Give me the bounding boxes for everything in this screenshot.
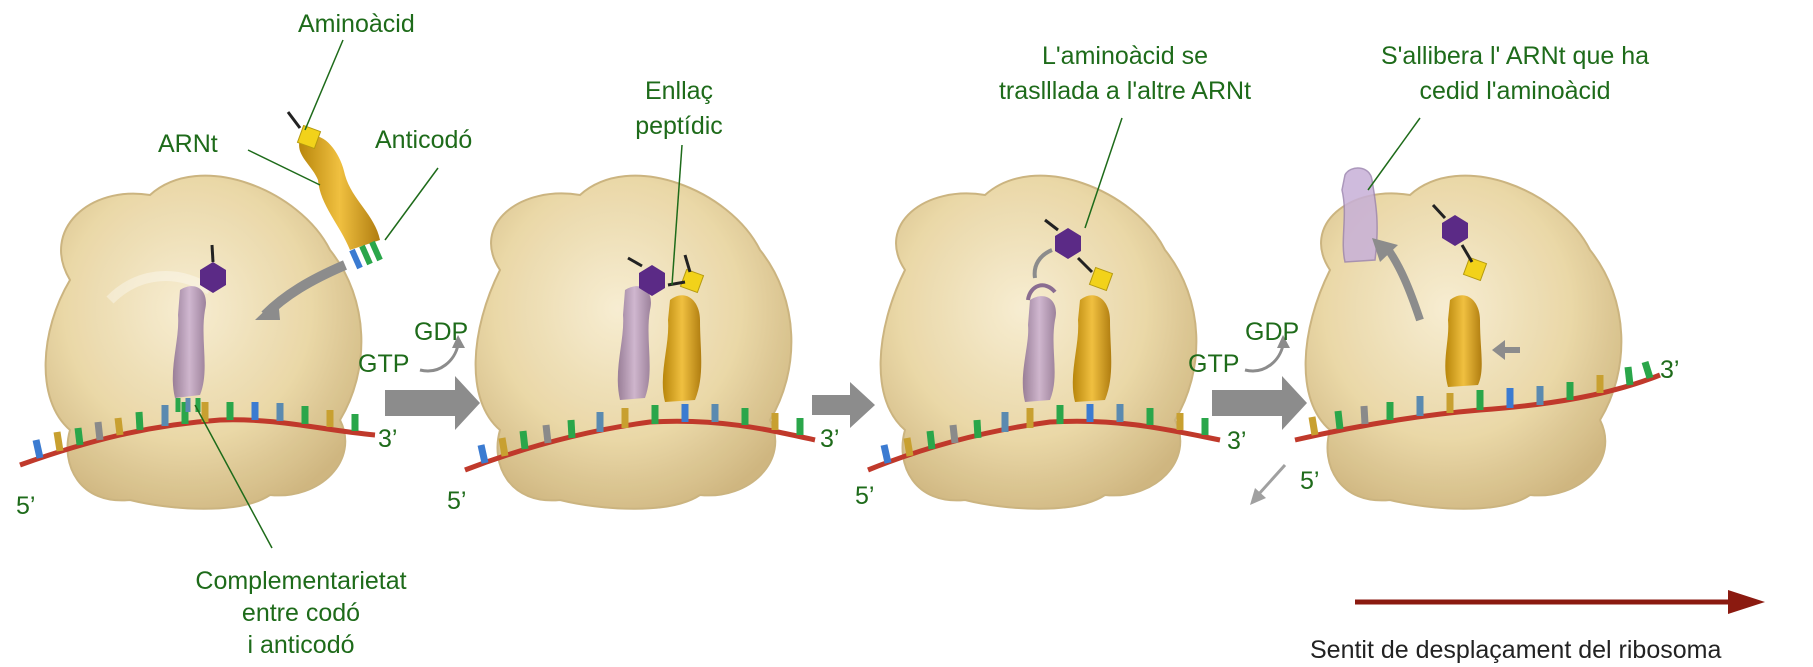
label-arnt: ARNt	[158, 128, 218, 160]
label-3prime-3: 3’	[1227, 425, 1246, 457]
label-trasllada-line-2: traslllada a l'altre ARNt	[975, 75, 1275, 107]
label-direction: Sentit de desplaçament del ribosoma	[1310, 634, 1721, 666]
label-3prime-1: 3’	[378, 423, 397, 455]
trna-released	[1342, 168, 1377, 262]
panel-1-initiation	[20, 40, 438, 548]
label-allibera-line-1: S'allibera l' ARNt que ha	[1350, 40, 1680, 72]
label-complementarietat-line-3: i anticodó	[176, 629, 426, 661]
process-arrow-2	[812, 382, 875, 428]
panel-4-release	[1250, 118, 1660, 509]
label-complementarietat-line-2: entre codó	[176, 597, 426, 629]
label-enllac-line-2: peptídic	[614, 110, 744, 142]
label-gtp-2: GTP	[1188, 348, 1239, 380]
label-gdp-1: GDP	[414, 316, 468, 348]
label-complementarietat-line-1: Complementarietat	[176, 565, 426, 597]
label-5prime-4: 5’	[1300, 465, 1319, 497]
label-anticodo: Anticodó	[375, 124, 472, 156]
leader-lines-4	[1368, 118, 1420, 190]
label-aminoacid: Aminoàcid	[298, 8, 415, 40]
label-5prime-2: 5’	[447, 485, 466, 517]
label-enllac-line-1: Enllaç	[614, 75, 744, 107]
panel-3-translocation	[868, 118, 1220, 509]
panel-2-peptide-bond	[465, 145, 815, 509]
label-trasllada-line-1: L'aminoàcid se	[975, 40, 1275, 72]
label-5prime-3: 5’	[855, 480, 874, 512]
label-5prime-1: 5’	[16, 490, 35, 522]
label-gtp-1: GTP	[358, 348, 409, 380]
label-3prime-2: 3’	[820, 423, 839, 455]
label-3prime-4: 3’	[1660, 354, 1679, 386]
label-gdp-2: GDP	[1245, 316, 1299, 348]
direction-arrow	[1355, 590, 1765, 614]
label-allibera-line-2: cedid l'aminoàcid	[1350, 75, 1680, 107]
exit-arrow-4	[1258, 465, 1285, 495]
